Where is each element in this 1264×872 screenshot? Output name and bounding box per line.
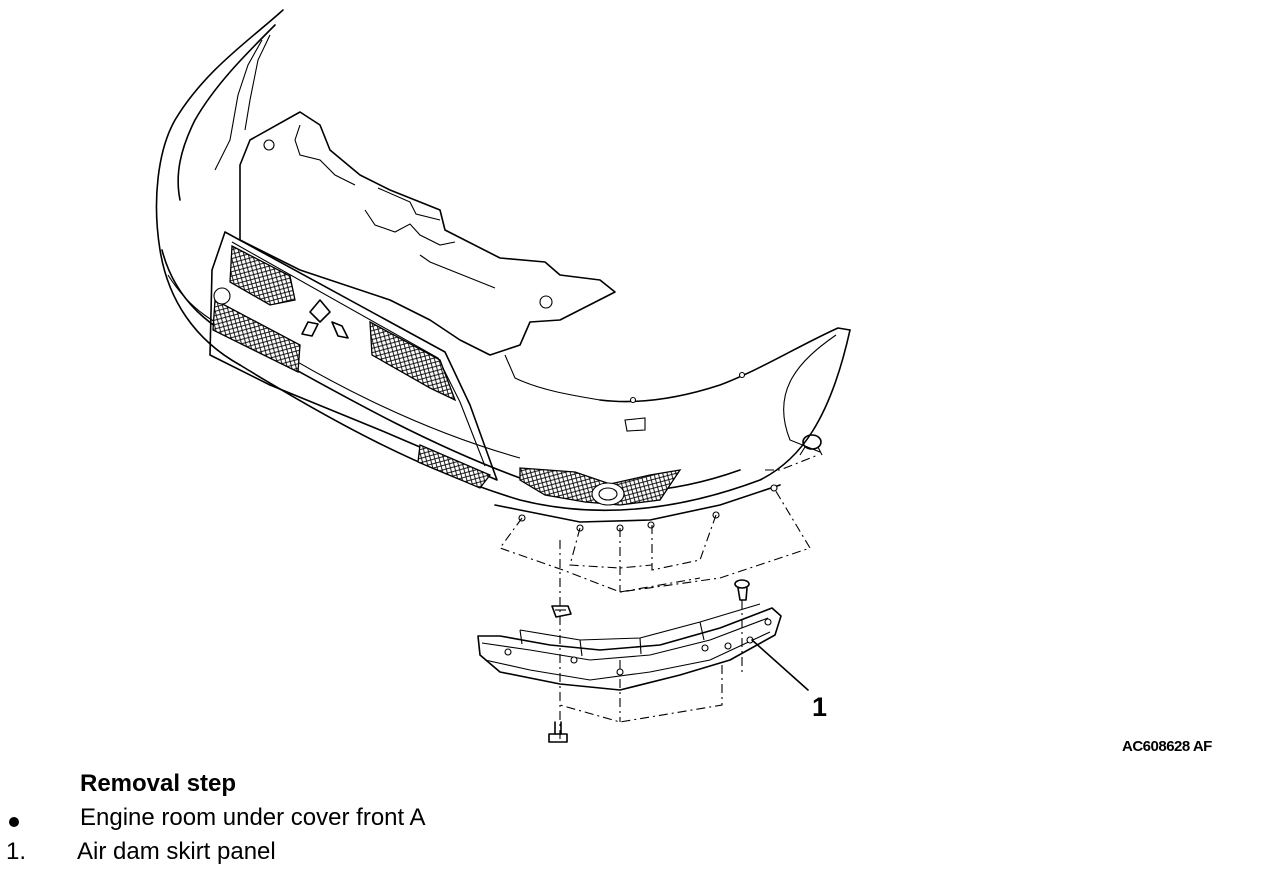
- alignment-guides: [499, 454, 819, 740]
- step-row: Engine room under cover front A: [0, 804, 600, 836]
- bumper-exploded-diagram: 1: [155, 9, 851, 743]
- screw-fastener-lower: [548, 721, 568, 743]
- step-row: 1. Air dam skirt panel: [0, 838, 600, 870]
- clip-fastener: [551, 605, 572, 618]
- callout-1: 1: [751, 639, 827, 722]
- emblem-icon: [301, 299, 349, 339]
- step-label: Air dam skirt panel: [77, 838, 276, 865]
- figure-code: AC608628 AF: [1122, 738, 1212, 755]
- removal-step-heading: Removal step: [80, 770, 237, 797]
- bullet-icon: [9, 817, 19, 827]
- clip-icon: [799, 434, 823, 456]
- step-label: Engine room under cover front A: [80, 804, 426, 831]
- step-number: 1.: [6, 838, 27, 865]
- screw-fastener-upper: [734, 579, 750, 601]
- front-bumper: [155, 9, 851, 512]
- callout-number: 1: [812, 692, 827, 722]
- air-dam-skirt-panel: [477, 603, 782, 691]
